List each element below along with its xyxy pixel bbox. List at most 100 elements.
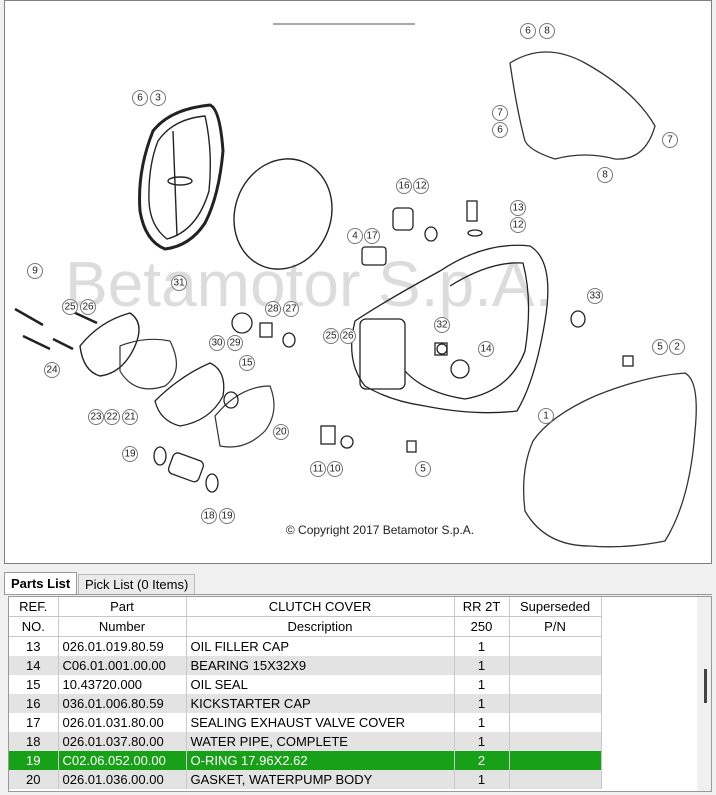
callout-20[interactable]: 20 (273, 424, 289, 440)
callout-number: 16 (398, 181, 410, 192)
gasket-right[interactable] (523, 372, 697, 548)
callout-30[interactable]: 30 (209, 335, 225, 351)
callout-circle (510, 217, 526, 233)
col-ref-subheader[interactable]: NO. (9, 616, 59, 637)
callout-14[interactable]: 14 (478, 341, 494, 357)
callout-27[interactable]: 27 (283, 301, 299, 317)
cell-sup (509, 636, 602, 656)
callout-7[interactable]: 7 (662, 132, 678, 148)
callout-number: 13 (512, 203, 524, 214)
callout-11[interactable]: 11 (310, 461, 326, 477)
callout-6[interactable]: 6 (492, 122, 508, 138)
callout-12[interactable]: 12 (510, 217, 526, 233)
callout-28[interactable]: 28 (265, 301, 281, 317)
col-qty-header[interactable]: RR 2T (454, 597, 510, 617)
callout-number: 26 (342, 331, 354, 342)
callout-number: 25 (64, 302, 76, 313)
waterpump-gasket[interactable] (119, 338, 177, 390)
callout-5[interactable]: 5 (652, 339, 668, 355)
callout-number: 6 (137, 93, 143, 104)
callout-25[interactable]: 25 (62, 299, 78, 315)
callout-circle (310, 461, 326, 477)
callout-26[interactable]: 26 (80, 299, 96, 315)
col-part-subheader[interactable]: Number (58, 616, 187, 637)
scrollbar-thumb[interactable] (704, 669, 707, 703)
tab-bar: Parts List Pick List (0 Items) (4, 572, 712, 595)
waterpump-body-gasket[interactable] (214, 385, 275, 448)
header-row-1: REF. Part CLUTCH COVER RR 2T Superseded (9, 597, 602, 617)
outer-clutch-cover[interactable] (138, 103, 225, 251)
callout-number: 19 (124, 449, 136, 460)
tab-parts-list[interactable]: Parts List (4, 572, 78, 594)
callout-15[interactable]: 15 (239, 355, 255, 371)
callout-12[interactable]: 12 (413, 178, 429, 194)
callout-17[interactable]: 17 (364, 228, 380, 244)
callout-19[interactable]: 19 (219, 508, 235, 524)
col-part-header[interactable]: Part (58, 597, 187, 617)
col-sup-subheader[interactable]: P/N (509, 616, 602, 637)
callout-3[interactable]: 3 (150, 90, 166, 106)
cell-qty: 2 (454, 751, 510, 770)
callout-19[interactable]: 19 (122, 446, 138, 462)
waterpump-cover[interactable] (79, 312, 140, 377)
clutch-cover-main[interactable] (351, 244, 549, 414)
col-sup-header[interactable]: Superseded (509, 597, 602, 617)
waterpump-body[interactable] (154, 362, 225, 427)
cell-qty: 1 (454, 713, 510, 732)
tab-pick-list[interactable]: Pick List (0 Items) (78, 574, 196, 594)
callout-8[interactable]: 8 (539, 23, 555, 39)
callout-circle (273, 424, 289, 440)
callout-8[interactable]: 8 (597, 167, 613, 183)
callout-21[interactable]: 21 (122, 409, 138, 425)
callout-4[interactable]: 4 (347, 228, 363, 244)
callout-circle (662, 132, 678, 148)
large-o-ring[interactable] (219, 145, 348, 283)
col-desc-header[interactable]: CLUTCH COVER (186, 597, 455, 617)
cell-qty: 1 (454, 694, 510, 713)
callout-32[interactable]: 32 (434, 317, 450, 333)
callout-2[interactable]: 2 (669, 339, 685, 355)
callout-31[interactable]: 31 (171, 275, 187, 291)
cell-sup (509, 694, 602, 713)
callout-18[interactable]: 18 (201, 508, 217, 524)
water-pipe[interactable] (153, 446, 219, 493)
cell-part: 026.01.037.80.00 (58, 732, 187, 751)
callout-22[interactable]: 22 (104, 409, 120, 425)
exploded-parts-diagram[interactable]: Betamotor S.p.A. (4, 0, 712, 564)
bolts[interactable] (14, 307, 98, 351)
callout-16[interactable]: 16 (396, 178, 412, 194)
callout-9[interactable]: 9 (27, 263, 43, 279)
callout-6[interactable]: 6 (520, 23, 536, 39)
callout-29[interactable]: 29 (227, 335, 243, 351)
col-qty-subheader[interactable]: 250 (454, 616, 510, 637)
cell-desc: BEARING 15X32X9 (186, 656, 455, 675)
vertical-scrollbar[interactable] (697, 597, 711, 791)
gasket-top-right[interactable] (509, 51, 656, 160)
callout-10[interactable]: 10 (327, 461, 343, 477)
callout-26[interactable]: 26 (340, 328, 356, 344)
callout-6[interactable]: 6 (132, 90, 148, 106)
callout-23[interactable]: 23 (88, 409, 104, 425)
callout-number: 5 (657, 342, 663, 353)
callout-5[interactable]: 5 (415, 461, 431, 477)
callout-25[interactable]: 25 (323, 328, 339, 344)
callout-13[interactable]: 13 (510, 200, 526, 216)
callout-number: 6 (497, 125, 503, 136)
callout-24[interactable]: 24 (44, 362, 60, 378)
callout-33[interactable]: 33 (587, 288, 603, 304)
small-parts[interactable] (223, 200, 634, 453)
col-desc-subheader[interactable]: Description (186, 616, 455, 637)
col-ref-header[interactable]: REF. (9, 597, 59, 617)
callout-7[interactable]: 7 (492, 105, 508, 121)
parts-table[interactable]: REF. Part CLUTCH COVER RR 2T Superseded … (8, 596, 712, 792)
callout-1[interactable]: 1 (538, 408, 554, 424)
